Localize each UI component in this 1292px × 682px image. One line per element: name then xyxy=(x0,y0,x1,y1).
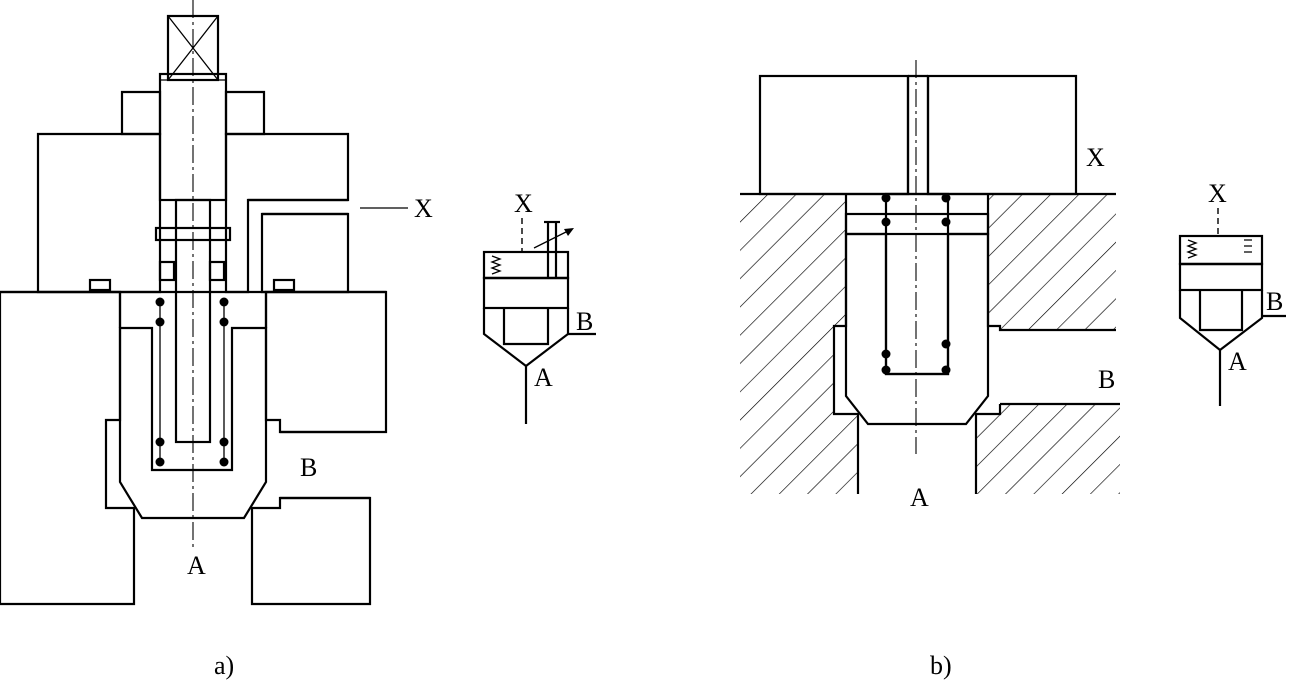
figure-a-symbol: X B A xyxy=(482,189,596,424)
symbol-a-label-x: X xyxy=(514,189,533,218)
oring-left xyxy=(88,278,112,292)
body-right-block xyxy=(264,290,388,434)
body-b-right xyxy=(988,194,1116,330)
spring-b xyxy=(881,193,951,375)
label-b-b: B xyxy=(1098,365,1115,394)
label-b-a: A xyxy=(910,483,929,512)
cover-block-right xyxy=(926,74,1078,196)
figure-b-section: X B A b) xyxy=(740,60,1120,680)
body-b-left xyxy=(740,194,858,494)
oring-right xyxy=(272,278,296,292)
cover-plate xyxy=(36,132,162,294)
symbol-b-label-x: X xyxy=(1208,179,1227,208)
body-b-right-lower xyxy=(976,404,1120,494)
seal-right xyxy=(208,260,226,282)
body-right-lower-block xyxy=(250,496,372,606)
label-b-x: X xyxy=(1086,143,1105,172)
symbol-a-label-a: A xyxy=(534,363,553,392)
label-x: X xyxy=(414,194,433,223)
spring xyxy=(155,297,229,467)
label-b: B xyxy=(300,453,317,482)
caption-a: a) xyxy=(214,651,234,680)
symbol-b-label-a: A xyxy=(1228,347,1247,376)
seal-left xyxy=(158,260,176,282)
cover-block-left xyxy=(758,74,910,196)
body-left-block xyxy=(0,290,136,606)
seat-ring xyxy=(844,212,990,236)
symbol-a-label-b: B xyxy=(576,307,593,336)
label-a: A xyxy=(187,551,206,580)
figure-a-section: X B A a) xyxy=(0,0,433,680)
caption-b: b) xyxy=(930,651,952,680)
figure-b-symbol: X B A xyxy=(1178,179,1286,406)
poppet-b xyxy=(844,232,990,426)
symbol-b-label-b: B xyxy=(1266,287,1283,316)
